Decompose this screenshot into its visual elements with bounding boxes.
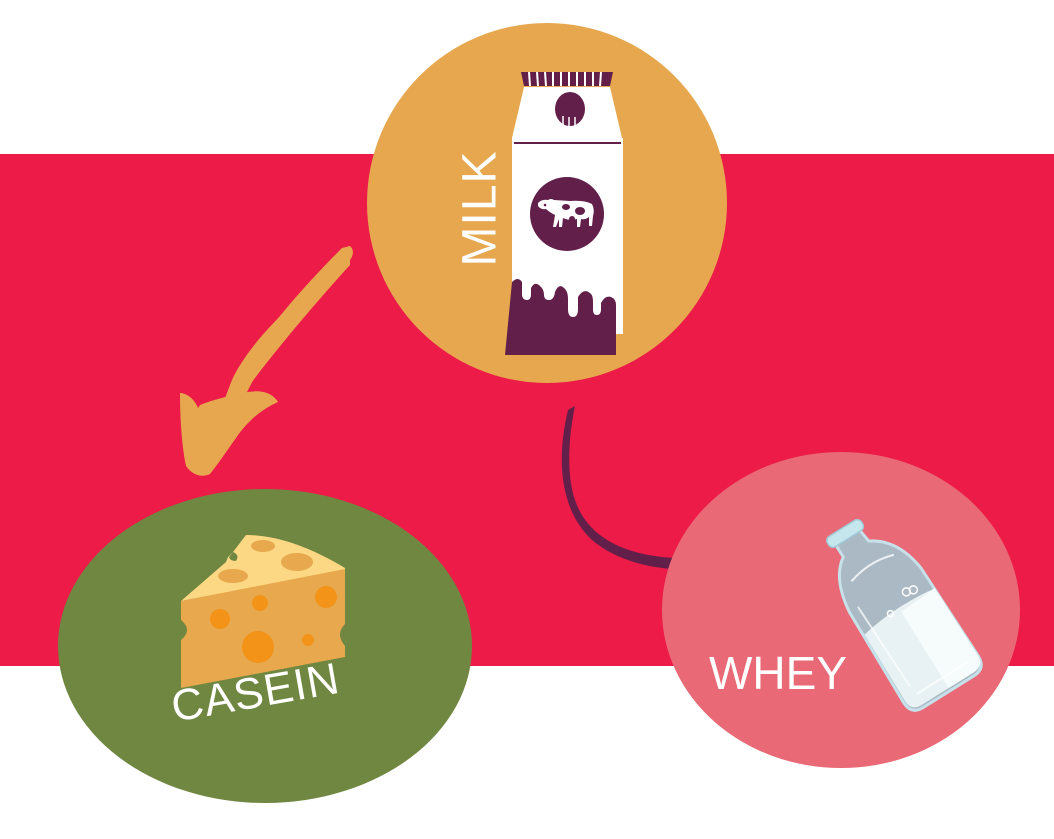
cheese-icon bbox=[181, 535, 345, 688]
milk-bottle-icon bbox=[826, 518, 983, 712]
milk-carton-icon bbox=[505, 71, 623, 355]
whey-ellipse bbox=[662, 452, 1020, 768]
arrow-milk-to-casein bbox=[180, 246, 353, 476]
milk-node bbox=[367, 23, 727, 383]
milk-label: MILK bbox=[453, 150, 507, 267]
whey-label: WHEY bbox=[709, 647, 847, 699]
casein-node bbox=[58, 489, 472, 803]
whey-node bbox=[662, 452, 1020, 768]
